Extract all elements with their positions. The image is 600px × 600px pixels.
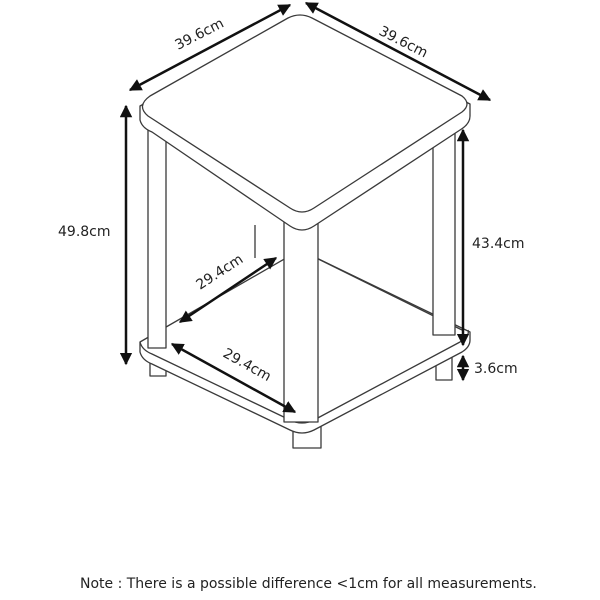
label-foot-height: 3.6cm [474,361,518,377]
dim-arrow-inner-depth [178,256,278,324]
label-total-height: 49.8cm [58,224,111,240]
leg-left [147,119,167,349]
dim-arrow-top-width [304,1,492,102]
leg-front [283,209,319,423]
label-inner-height: 43.4cm [472,236,525,252]
dim-arrow-top-depth [128,3,292,92]
dim-arrow-inner-width [170,342,297,414]
label-top-depth: 39.6cm [173,15,227,53]
leg-right [432,124,456,336]
measurement-note: Note : There is a possible difference <1… [80,576,537,592]
